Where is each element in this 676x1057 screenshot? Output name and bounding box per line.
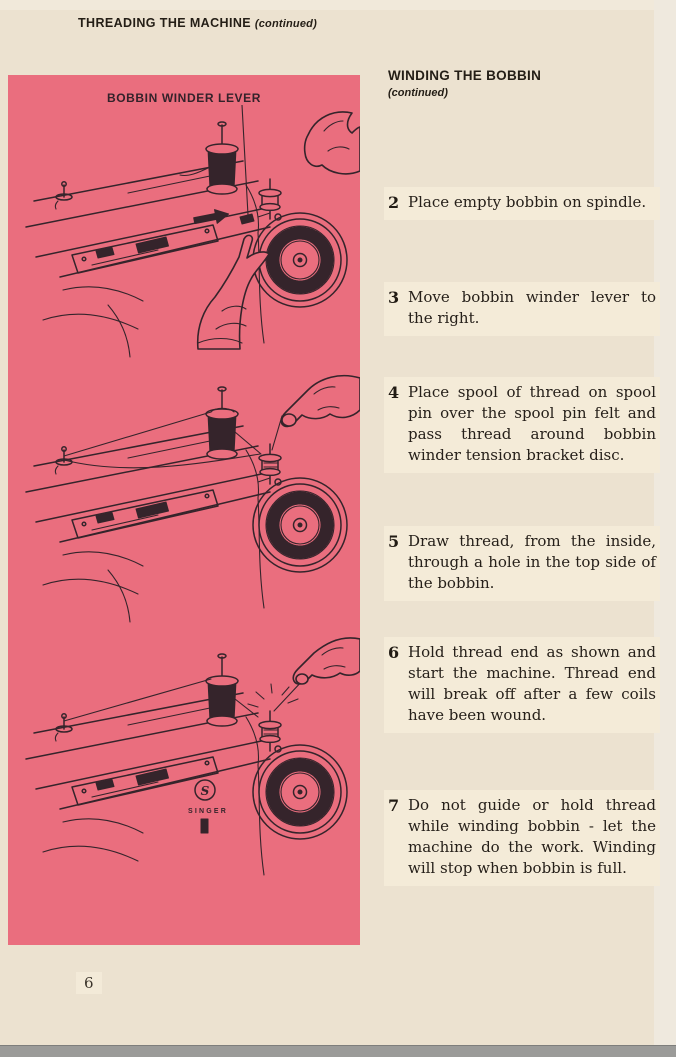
step-6-text: Hold thread end as shown and start the m… bbox=[408, 643, 656, 724]
step-6: 6 Hold thread end as shown and start the… bbox=[384, 637, 660, 733]
section-subtitle: (continued) bbox=[388, 87, 448, 99]
illustration-panel: BOBBIN WINDER LEVER bbox=[8, 75, 360, 945]
singer-badge: S SINGER bbox=[188, 779, 228, 834]
sewing-machine-drawing-3: S SINGER bbox=[25, 637, 360, 876]
page-number: 6 bbox=[76, 972, 102, 994]
thread-lines bbox=[63, 678, 305, 722]
step-3-number: 3 bbox=[388, 288, 400, 307]
thread-break-marks bbox=[247, 683, 299, 708]
illustration-step-threading bbox=[8, 370, 360, 640]
step-3-text: Move bobbin winder lever to the right. bbox=[408, 288, 656, 327]
illustration-step-lever bbox=[8, 105, 360, 375]
hand-drawing-thread bbox=[280, 374, 360, 428]
thread-lines bbox=[63, 407, 283, 469]
step-5: 5 Draw thread, from the inside, through … bbox=[384, 526, 660, 601]
step-7: 7 Do not guide or hold thread while wind… bbox=[384, 790, 660, 886]
bobbin-winder-lever bbox=[239, 213, 255, 225]
singer-s-logo: S bbox=[201, 784, 210, 798]
step-4-number: 4 bbox=[388, 383, 400, 402]
page-header-title: THREADING THE MACHINE bbox=[78, 16, 251, 30]
step-2-text: Place empty bobbin on spindle. bbox=[408, 193, 647, 211]
leader-line bbox=[241, 105, 249, 216]
step-5-text: Draw thread, from the inside, through a … bbox=[408, 532, 656, 592]
sewing-machine-drawing-1 bbox=[25, 105, 360, 358]
step-7-number: 7 bbox=[388, 796, 400, 815]
step-2-number: 2 bbox=[388, 193, 400, 212]
illustration-step-hold-thread: S SINGER bbox=[8, 637, 360, 909]
step-7-text: Do not guide or hold thread while windin… bbox=[408, 796, 656, 877]
scan-bottom-edge bbox=[0, 1045, 676, 1057]
sewing-machine-drawing-2 bbox=[25, 374, 360, 623]
singer-wordmark: SINGER bbox=[188, 808, 228, 815]
step-2: 2 Place empty bobbin on spindle. bbox=[384, 187, 660, 220]
page-header-continued: (continued) bbox=[254, 18, 317, 30]
bobbin-winder-lever-label: BOBBIN WINDER LEVER bbox=[106, 91, 262, 105]
step-5-number: 5 bbox=[388, 532, 400, 551]
step-6-number: 6 bbox=[388, 643, 400, 662]
pointing-hand bbox=[196, 234, 270, 350]
hand-holding-thread-end bbox=[292, 637, 360, 685]
hand-on-wheel bbox=[303, 111, 360, 175]
scan-top-shading bbox=[0, 0, 676, 10]
step-3: 3 Move bobbin winder lever to the right. bbox=[384, 282, 660, 336]
scan-right-shading bbox=[654, 0, 676, 1046]
step-4: 4 Place spool of thread on spool pin ove… bbox=[384, 377, 660, 473]
lever-direction-arrow-icon bbox=[193, 209, 230, 225]
page-header: THREADING THE MACHINE (continued) bbox=[78, 16, 317, 30]
step-4-text: Place spool of thread on spool pin over … bbox=[408, 383, 656, 464]
section-title: WINDING THE BOBBIN bbox=[388, 68, 542, 83]
